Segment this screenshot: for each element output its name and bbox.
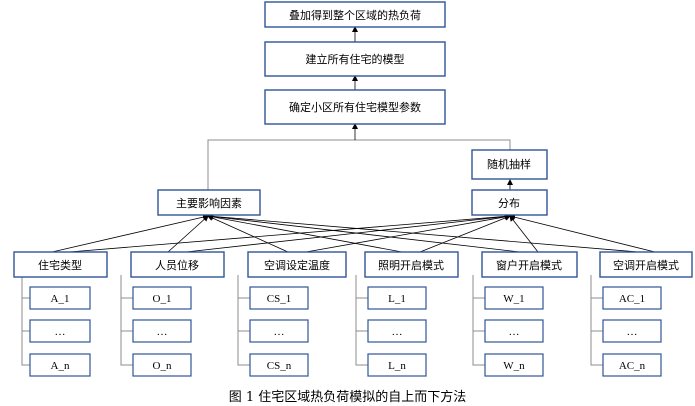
leaf-box — [484, 286, 544, 310]
leaf-label: … — [509, 326, 520, 338]
category-box-window-mode — [481, 251, 578, 278]
leaf-label: … — [627, 326, 638, 338]
leaf-box — [132, 353, 192, 377]
main-factors-label: 主要影响因素 — [176, 197, 242, 210]
main-factors-box — [157, 189, 261, 216]
fan-arrow — [207, 213, 521, 253]
category-column-5: 空调开启模式 AC_1 … AC_n — [590, 251, 693, 377]
category-box-ac-mode — [599, 251, 693, 278]
figure-caption: 图 1 住宅区域热负荷模拟的自上而下方法 — [228, 390, 467, 405]
leaf-label: A_n — [51, 360, 70, 372]
fan-arrow — [167, 215, 209, 253]
leaf-box — [602, 353, 662, 377]
leaf-label: … — [274, 326, 285, 338]
category-label: 空调设定温度 — [264, 258, 330, 272]
leaf-label: CS_1 — [267, 293, 291, 305]
category-label: 人员位移 — [155, 258, 199, 272]
leaf-box — [249, 319, 309, 343]
leaf-label: … — [157, 326, 168, 338]
leaf-box — [484, 353, 544, 377]
category-column-3: 照明开启模式 L_1 … L_n — [355, 251, 459, 377]
category-column-2: 空调设定温度 CS_1 … CS_n — [237, 251, 347, 377]
leaf-box — [484, 319, 544, 343]
fan-arrow — [509, 214, 656, 253]
leaf-label: … — [55, 326, 66, 338]
leaf-label: L_1 — [388, 293, 406, 305]
leaf-box — [132, 319, 192, 343]
leaf-label: AC_1 — [619, 293, 645, 305]
leaf-box — [367, 319, 427, 343]
fan-arrow — [51, 214, 209, 253]
category-column-4: 窗户开启模式 W_1 … W_n — [472, 251, 578, 377]
bracket-line — [590, 275, 603, 366]
leaf-box — [367, 286, 427, 310]
leaf-label: A_1 — [51, 293, 70, 305]
bracket-line — [472, 275, 485, 366]
fan-arrow — [305, 213, 511, 253]
leaf-box — [602, 319, 662, 343]
leaf-label: W_1 — [503, 293, 524, 305]
leaf-box — [29, 353, 91, 377]
leaf-label: W_n — [503, 360, 525, 372]
fan-arrow — [207, 213, 403, 253]
bracket-line — [237, 275, 250, 366]
leaf-label: O_1 — [153, 293, 172, 305]
bracket-line — [120, 275, 133, 366]
category-label: 住宅类型 — [38, 258, 82, 272]
bracket-line — [355, 275, 368, 366]
category-label: 空调开启模式 — [613, 258, 679, 272]
leaf-box — [249, 286, 309, 310]
bracket-line — [21, 275, 30, 366]
leaf-box — [132, 286, 192, 310]
leaf-box — [29, 286, 91, 310]
distribution-label: 分布 — [498, 197, 520, 210]
fan-arrow — [207, 215, 289, 253]
distribution-box — [471, 189, 548, 216]
sampling-label: 随机抽样 — [487, 157, 531, 171]
leaf-label: CS_n — [267, 360, 292, 372]
leaf-box — [29, 319, 91, 343]
model-params-box — [264, 89, 446, 125]
model-params-label: 确定小区所有住宅模型参数 — [289, 100, 421, 114]
fan-arrow — [207, 213, 639, 253]
leaf-box — [249, 353, 309, 377]
leaf-label: AC_n — [619, 360, 646, 372]
build-models-box — [264, 41, 446, 77]
category-box-ac-setpoint — [247, 251, 347, 278]
leaf-label: O_n — [153, 360, 172, 372]
category-label: 照明开启模式 — [378, 259, 444, 272]
sum-heat-load-label: 叠加得到整个区域的热负荷 — [289, 8, 421, 22]
fan-arrow — [185, 213, 511, 253]
category-column-1: 人员位移 O_1 … O_n — [120, 251, 225, 377]
leaf-label: L_n — [388, 360, 406, 372]
sampling-box — [471, 149, 548, 180]
connector-factors-distribution-to-params — [207, 139, 511, 190]
sum-heat-load-box — [264, 1, 446, 28]
fan-lines — [51, 213, 656, 253]
fan-arrow — [509, 215, 539, 253]
flow-diagram: 叠加得到整个区域的热负荷 建立所有住宅的模型 确定小区所有住宅模型参数 随机抽样… — [13, 1, 693, 377]
category-box-lighting-mode — [364, 251, 459, 278]
fan-arrow — [419, 215, 511, 253]
build-models-label: 建立所有住宅的模型 — [306, 52, 405, 66]
leaf-box — [367, 353, 427, 377]
category-box-housing-type — [13, 251, 108, 278]
leaf-box — [602, 286, 662, 310]
leaf-label: … — [392, 326, 403, 338]
category-label: 窗户开启模式 — [496, 258, 562, 272]
category-box-occupant-movement — [130, 251, 225, 278]
category-column-0: 住宅类型 A_1 … A_n — [13, 251, 108, 377]
fan-arrow — [68, 213, 511, 253]
